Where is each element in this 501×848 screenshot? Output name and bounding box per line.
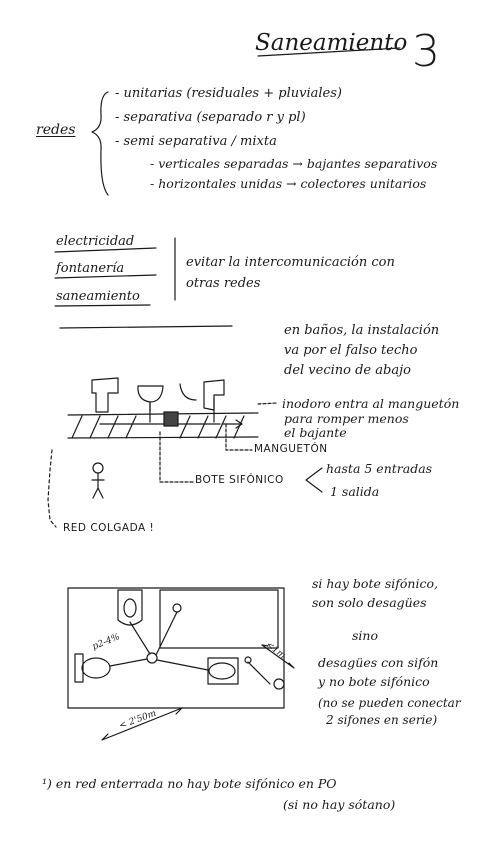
inodoro-line1: inodoro entra al manguetón <box>282 396 460 411</box>
plan-note-4: desagües con sifón <box>318 655 439 670</box>
bote-sifonico-label: BOTE SIFÓNICO <box>195 474 284 486</box>
toilet-right-icon <box>207 657 239 685</box>
floor-slab-icon <box>67 411 259 439</box>
service-saneamiento: saneamiento <box>56 289 140 304</box>
redes-brace <box>91 91 109 196</box>
toilet-left-icon <box>74 653 84 683</box>
bathroom-note-line2: va por el falso techo <box>284 343 418 358</box>
bathtub-icon <box>159 589 279 649</box>
mangueton-label: MANGUETÓN <box>254 443 328 455</box>
services-note-line1: evitar la intercomunicación con <box>186 255 395 270</box>
page-number: 3 <box>412 26 440 77</box>
bote-plan-icon <box>146 652 158 664</box>
plan-note-1: si hay bote sifónico, <box>312 576 438 591</box>
bathroom-note-line1: en baños, la instalación <box>284 323 440 338</box>
plan-note-3: sino <box>352 628 378 643</box>
footer-line2: (si no hay sótano) <box>283 797 396 812</box>
bathroom-note-line3: del vecino de abajo <box>284 363 411 378</box>
section-divider <box>59 325 233 329</box>
redes-subitem-2: - horizontales unidas → colectores unita… <box>150 176 427 191</box>
pointer-bote <box>159 431 194 483</box>
pointer-red-colgada <box>47 449 57 528</box>
underline-electricidad <box>54 247 157 253</box>
title-underline <box>257 47 401 57</box>
footer-line1: ¹) en red enterrada no hay bote sifónico… <box>42 776 337 791</box>
entradas-bracket <box>305 467 323 493</box>
pointer-inodoro <box>257 402 278 405</box>
redes-item-1: - unitarias (residuales + pluviales) <box>115 86 342 101</box>
service-electricidad: electricidad <box>56 234 135 249</box>
plan-note-5: y no bote sifónico <box>318 674 430 689</box>
plan-note-6: (no se pueden conectar <box>318 696 461 710</box>
redes-subitem-1: - verticales separadas → bajantes separa… <box>150 156 438 171</box>
service-fontaneria: fontanería <box>56 261 125 276</box>
services-note-line2: otras redes <box>186 276 261 291</box>
dim-1m-arrow <box>261 644 295 669</box>
pointer-mangueton <box>225 423 253 451</box>
redes-item-3: - semi separativa / mixta <box>115 134 277 149</box>
redes-item-2: - separativa (separado r y pl) <box>115 110 306 125</box>
bathroom-plan-outline <box>67 587 285 709</box>
underline-saneamiento <box>54 304 151 307</box>
dim-250-arrow <box>101 707 183 741</box>
red-colgada-label: RED COLGADA ! <box>63 522 155 534</box>
person-icon <box>91 462 105 499</box>
redes-label: redes <box>36 122 76 138</box>
plan-drain-lines <box>109 611 271 685</box>
underline-fontaneria <box>54 274 157 279</box>
plan-note-7: 2 sifones en serie) <box>326 713 438 727</box>
inodoro-line3: el bajante <box>284 425 347 440</box>
inodoro-line2: para romper menos <box>284 411 409 426</box>
salida-label: 1 salida <box>330 484 380 499</box>
entradas-label: hasta 5 entradas <box>326 461 433 476</box>
plan-note-2: son solo desagües <box>312 595 427 610</box>
fixtures-icon <box>91 377 225 413</box>
washbasin-icon <box>117 589 143 626</box>
